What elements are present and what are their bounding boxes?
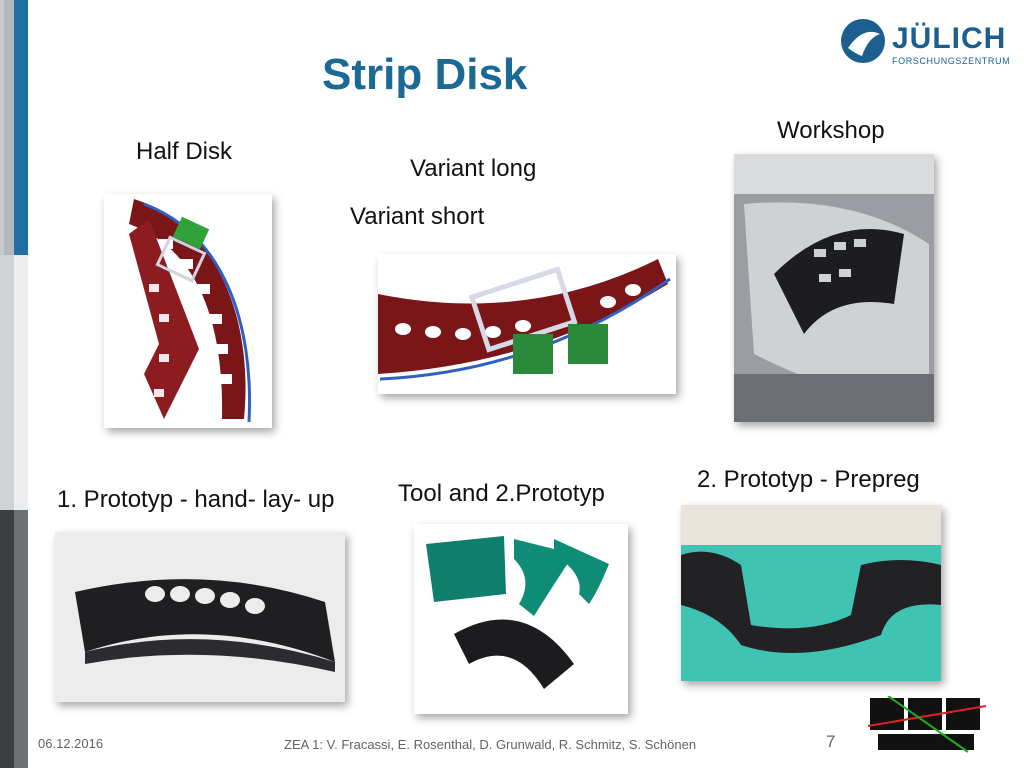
label-variant-long: Variant long bbox=[410, 155, 537, 182]
page-number: 7 bbox=[826, 732, 836, 751]
tool-prototype-image bbox=[414, 524, 628, 714]
mvd-panda-logo bbox=[867, 695, 988, 754]
label-workshop: Workshop bbox=[777, 117, 885, 144]
logo-wordmark: JÜLICH bbox=[892, 22, 1007, 55]
edge-bar-top-grey bbox=[0, 0, 14, 255]
juelich-logo: JÜLICH FORSCHUNGSZENTRUM bbox=[838, 14, 1011, 74]
slide-title: Strip Disk bbox=[322, 50, 528, 99]
variant-image bbox=[378, 254, 676, 394]
footer-authors: ZEA 1: V. Fracassi, E. Rosenthal, D. Gru… bbox=[284, 737, 697, 752]
label-prototype-1: 1. Prototyp - hand- lay- up bbox=[57, 486, 335, 513]
label-prototype-2: 2. Prototyp - Prepreg bbox=[697, 466, 920, 493]
prototype-1-image bbox=[55, 532, 345, 702]
half-disk-image bbox=[104, 194, 272, 428]
edge-bar-middle-light bbox=[14, 255, 28, 510]
prototype-2-image bbox=[681, 505, 941, 681]
juelich-logo-icon bbox=[841, 19, 885, 63]
workshop-image bbox=[734, 154, 934, 422]
label-tool-prototype-2: Tool and 2.Prototyp bbox=[398, 480, 605, 507]
label-half-disk: Half Disk bbox=[136, 138, 233, 165]
logo-subtitle: FORSCHUNGSZENTRUM bbox=[892, 56, 1011, 66]
footer-date: 06.12.2016 bbox=[38, 736, 104, 751]
edge-bar-middle bbox=[0, 255, 14, 510]
edge-bar-bottom-mid bbox=[14, 510, 28, 768]
label-variant-short: Variant short bbox=[350, 203, 485, 230]
edge-bar-bottom bbox=[0, 510, 14, 768]
edge-bar-top-blue bbox=[14, 0, 28, 255]
